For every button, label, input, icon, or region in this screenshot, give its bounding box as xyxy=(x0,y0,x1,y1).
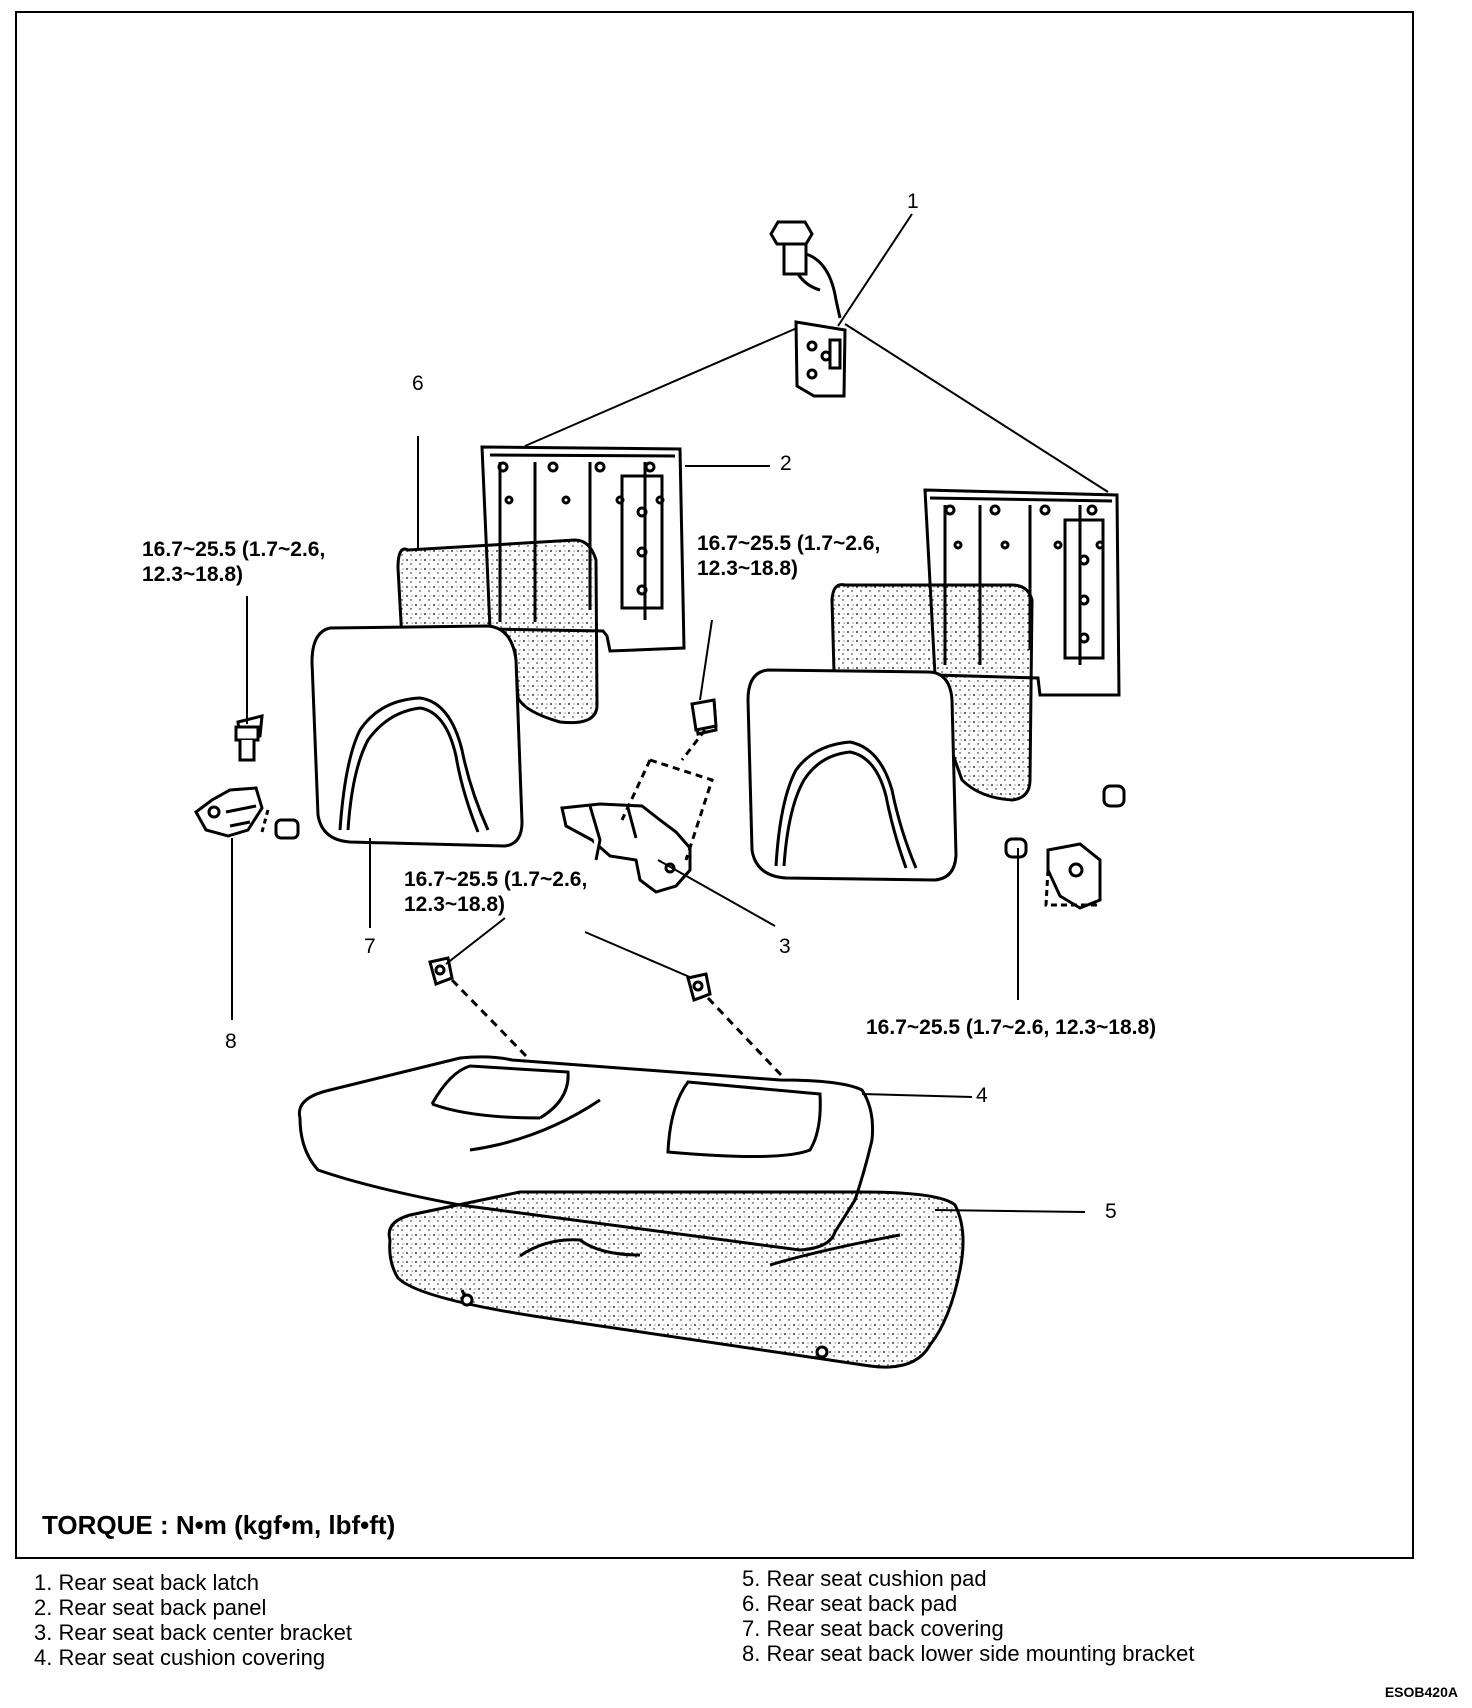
part-item: 1. Rear seat back latch xyxy=(34,1570,260,1595)
torque-center-top-line1: 16.7~25.5 (1.7~2.6, xyxy=(697,532,881,555)
torque-spec-center-low: 16.7~25.5 (1.7~2.6, 12.3~18.8) xyxy=(404,867,587,917)
part-item: 4. Rear seat cushion covering xyxy=(34,1645,326,1670)
parts-list-left: 1. Rear seat back latch 2. Rear seat bac… xyxy=(34,1570,352,1670)
part-item: 7. Rear seat back covering xyxy=(742,1616,1004,1641)
callout-3: 3 xyxy=(779,935,791,958)
bolt-center-upper xyxy=(680,698,718,761)
callout-7: 7 xyxy=(364,935,376,958)
bolt-left xyxy=(234,725,260,762)
callout-leaders xyxy=(231,213,1086,1213)
figure-code: ESOB420A xyxy=(1384,1684,1458,1700)
callout-1: 1 xyxy=(907,190,919,213)
seat-back-covering-right xyxy=(746,668,958,882)
torque-center-low-line1: 16.7~25.5 (1.7~2.6, xyxy=(404,868,588,891)
torque-spec-left: 16.7~25.5 (1.7~2.6, 12.3~18.8) xyxy=(142,537,325,587)
center-bracket xyxy=(560,699,718,894)
latch-connection-lines xyxy=(524,323,1109,493)
callout-6: 6 xyxy=(412,372,424,395)
bolt-cushion-left xyxy=(428,956,530,1060)
side-bracket-left xyxy=(194,714,300,840)
callout-4: 4 xyxy=(976,1084,988,1107)
part-item: 3. Rear seat back center bracket xyxy=(34,1620,352,1645)
bolt-cushion-right xyxy=(686,972,784,1078)
callout-2: 2 xyxy=(780,452,792,475)
torque-left-line2: 12.3~18.8) xyxy=(142,563,244,586)
part-item: 5. Rear seat cushion pad xyxy=(742,1566,987,1591)
part-item: 8. Rear seat back lower side mounting br… xyxy=(742,1641,1195,1666)
part-item: 2. Rear seat back panel xyxy=(34,1595,267,1620)
torque-center-low-line2: 12.3~18.8) xyxy=(404,893,506,916)
callout-5: 5 xyxy=(1105,1200,1117,1223)
torque-units-legend: TORQUE : N•m (kgf•m, lbf•ft) xyxy=(42,1510,396,1540)
parts-list-right: 5. Rear seat cushion pad 6. Rear seat ba… xyxy=(742,1566,1194,1666)
torque-spec-center-top: 16.7~25.5 (1.7~2.6, 12.3~18.8) xyxy=(697,531,880,581)
torque-left-line1: 16.7~25.5 (1.7~2.6, xyxy=(142,538,326,561)
side-bracket-right xyxy=(1004,784,1126,910)
callout-8: 8 xyxy=(225,1030,237,1053)
seat-back-covering-left xyxy=(310,624,524,848)
part-item: 6. Rear seat back pad xyxy=(742,1591,958,1616)
diagram-frame xyxy=(15,11,1414,1559)
torque-center-top-line2: 12.3~18.8) xyxy=(697,557,799,580)
seat-back-latch xyxy=(769,220,847,398)
torque-spec-right: 16.7~25.5 (1.7~2.6, 12.3~18.8) xyxy=(866,1016,1157,1039)
seat-cushion-pad xyxy=(387,1190,965,1369)
